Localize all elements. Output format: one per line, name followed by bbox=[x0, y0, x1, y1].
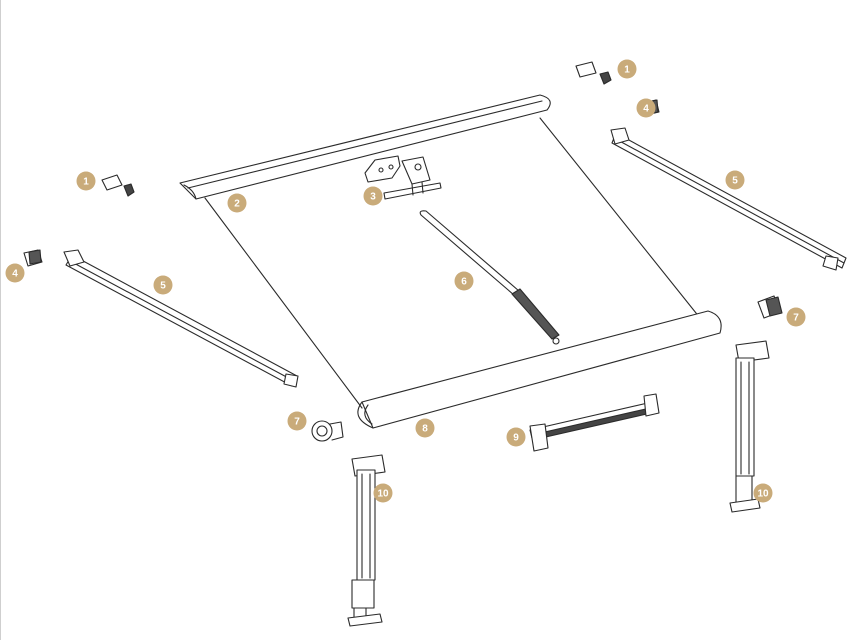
callout-1: 1 bbox=[76, 171, 96, 191]
roller-tube bbox=[357, 310, 722, 429]
callout-circle bbox=[153, 275, 173, 295]
callout-circle bbox=[753, 483, 773, 503]
callout-1: 1 bbox=[617, 59, 637, 79]
callout-circle bbox=[506, 427, 526, 447]
callouts: 1 1 2 3 4 4 5 5 6 7 7 8 9 10 10 bbox=[5, 59, 806, 503]
callout-8: 8 bbox=[415, 418, 435, 438]
callout-number: 10 bbox=[377, 489, 389, 500]
callout-number: 6 bbox=[461, 277, 467, 288]
callout-10: 10 bbox=[753, 483, 773, 503]
callout-7: 7 bbox=[786, 307, 806, 327]
callout-4: 4 bbox=[5, 263, 25, 283]
callout-5: 5 bbox=[725, 170, 745, 190]
image-border bbox=[0, 0, 1, 640]
callout-10: 10 bbox=[373, 483, 393, 503]
fabric-canopy bbox=[204, 117, 701, 409]
callout-number: 9 bbox=[513, 433, 519, 444]
callout-5: 5 bbox=[153, 275, 173, 295]
callout-number: 5 bbox=[732, 176, 738, 187]
tension-rod bbox=[419, 210, 560, 345]
callout-number: 8 bbox=[422, 424, 428, 435]
support-arm-right bbox=[610, 127, 847, 271]
callout-2: 2 bbox=[227, 193, 247, 213]
roller-end-cap bbox=[311, 295, 783, 442]
callout-circle bbox=[617, 59, 637, 79]
callout-circle bbox=[415, 418, 435, 438]
callout-circle bbox=[454, 271, 474, 291]
support-leg-right bbox=[729, 340, 770, 513]
callout-circle bbox=[5, 263, 25, 283]
callout-circle bbox=[786, 307, 806, 327]
callout-number: 7 bbox=[294, 417, 300, 428]
callout-6: 6 bbox=[454, 271, 474, 291]
support-leg-left bbox=[347, 454, 386, 627]
callout-circle bbox=[636, 98, 656, 118]
callout-number: 10 bbox=[757, 489, 769, 500]
callout-number: 1 bbox=[624, 65, 630, 76]
mounting-bracket bbox=[364, 155, 442, 200]
callout-circle bbox=[725, 170, 745, 190]
support-arm-left bbox=[63, 249, 299, 388]
callout-circle bbox=[287, 411, 307, 431]
callout-3: 3 bbox=[363, 186, 383, 206]
callout-number: 5 bbox=[160, 281, 166, 292]
callout-number: 3 bbox=[370, 192, 376, 203]
callout-number: 1 bbox=[83, 177, 89, 188]
callout-circle bbox=[373, 483, 393, 503]
callout-number: 2 bbox=[234, 199, 240, 210]
callout-9: 9 bbox=[506, 427, 526, 447]
end-cap-screw bbox=[101, 61, 612, 197]
front-rail bbox=[179, 94, 551, 200]
callout-number: 7 bbox=[793, 313, 799, 324]
callout-circle bbox=[76, 171, 96, 191]
lead-bar bbox=[529, 393, 660, 452]
callout-circle bbox=[227, 193, 247, 213]
callout-circle bbox=[363, 186, 383, 206]
callout-4: 4 bbox=[636, 98, 656, 118]
callout-7: 7 bbox=[287, 411, 307, 431]
callout-number: 4 bbox=[643, 104, 649, 115]
callout-number: 4 bbox=[12, 269, 18, 280]
